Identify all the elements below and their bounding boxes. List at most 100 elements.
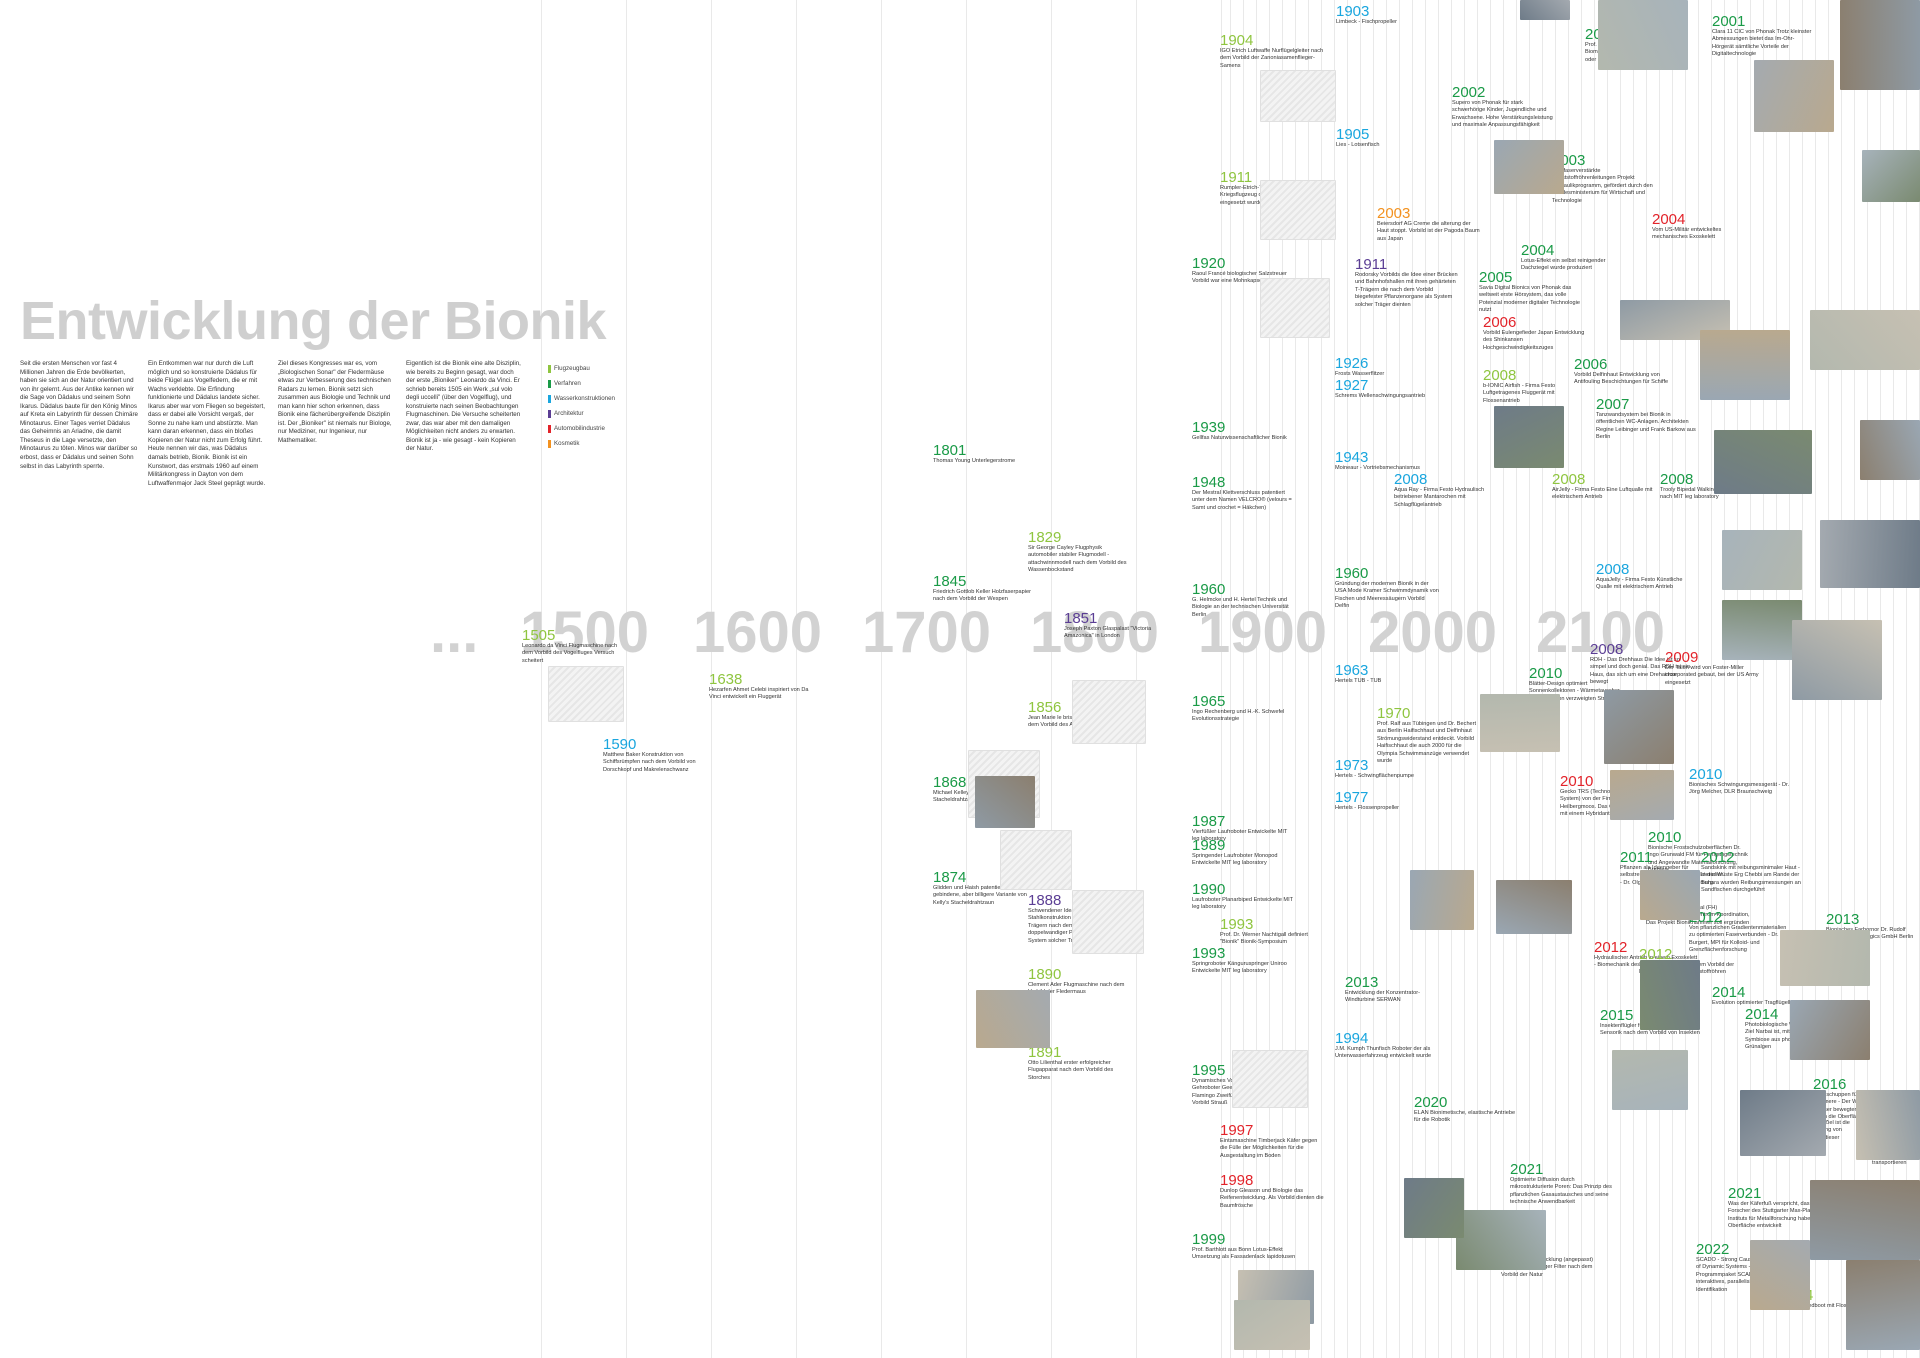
event-description: Hertels - Schwingflächenpumpe [1335, 773, 1414, 779]
event-year: 1904 [1220, 32, 1254, 49]
event-photo [1494, 406, 1564, 468]
event-year: 2012 [1689, 909, 1723, 926]
event-year: 1960 [1335, 565, 1369, 582]
event-description: Blätter-Design optimiert Sonnenkollektor… [1529, 681, 1624, 702]
event-photo [1598, 0, 1688, 70]
event-year: 1801 [933, 442, 967, 459]
event-year: 2015 [1600, 1007, 1634, 1024]
event-description: Der Talon wird von Foster-Miller incorpo… [1665, 665, 1759, 686]
event-photo [1750, 1240, 1810, 1310]
event-description: Der Mestral Klettverschluss patentiert u… [1192, 490, 1292, 511]
event-year: 1943 [1335, 449, 1369, 466]
event-photo [1640, 960, 1700, 1030]
event-description: Von pflanzlichen Gradientenmaterialien z… [1689, 925, 1791, 954]
grid-line [1477, 0, 1478, 1358]
event-photo [1790, 1000, 1870, 1060]
event-description: Dunlop Gleason und Biologie das Reifenen… [1220, 1188, 1324, 1209]
legend-swatch [548, 379, 551, 388]
grid-line [1529, 0, 1530, 1358]
event-year: 2010 [1529, 665, 1563, 682]
grid-line [1360, 0, 1361, 1358]
event-photo [1754, 60, 1834, 132]
event-year: 1939 [1192, 419, 1226, 436]
event-photo [1810, 310, 1920, 370]
century-label: 1600 [693, 600, 823, 665]
event-description: Vom US-Militär entwickeltes mechanisches… [1652, 227, 1722, 241]
event-photo [975, 776, 1035, 828]
event-year: 2008 [1660, 471, 1694, 488]
legend-label: Verfahren [554, 380, 581, 387]
grid-line [1051, 0, 1052, 1358]
grid-line [1698, 0, 1699, 1358]
event-description: AquaJelly - Firma Festo Künstliche Quall… [1596, 577, 1683, 591]
legend-swatch [548, 394, 551, 403]
event-photo [1810, 1180, 1920, 1260]
event-year: 2004 [1652, 211, 1686, 228]
event-description: Springender Laufroboter Monopod Entwicke… [1192, 853, 1278, 867]
event-description: Prof. Barthlott aus Bonn Lotus-Effekt Um… [1192, 1247, 1296, 1261]
grid-line [1542, 0, 1543, 1358]
grid-line [881, 0, 882, 1358]
event-description: Thomas Young Unterlegerstrome [933, 458, 1016, 464]
event-year: 1993 [1220, 916, 1254, 933]
event-description: Evolution optimierter Tragflügellenden [1712, 1000, 1806, 1006]
event-year: 1987 [1192, 813, 1226, 830]
event-photo [1722, 600, 1802, 660]
grid-line [1243, 0, 1244, 1358]
event-year: 1829 [1028, 529, 1062, 546]
grid-line [1412, 0, 1413, 1358]
event-photo [1714, 430, 1812, 494]
event-description: SCADO - Strong Causality Aided Design of… [1696, 1257, 1800, 1293]
event-photo [1494, 140, 1564, 194]
event-photo [1456, 1210, 1546, 1270]
event-photo [1610, 770, 1674, 820]
grid-line [796, 0, 797, 1358]
event-year: 2006 [1483, 314, 1517, 331]
event-description: Clara 11 CIC von Phonak Trotz kleinster … [1712, 29, 1812, 58]
event-description: Sir George Cayley Flugphysik automobiler… [1028, 545, 1127, 574]
event-year: 1997 [1220, 1122, 1254, 1139]
event-photo [1840, 0, 1920, 90]
event-photo [1260, 180, 1336, 240]
event-description: Joseph Paxton Glaspalast "Victoria Amazo… [1064, 626, 1152, 640]
legend-swatch [548, 424, 551, 433]
grid-line [1685, 0, 1686, 1358]
event-year: 1926 [1335, 355, 1369, 372]
event-description: Hertels - Flossenpropeller [1335, 805, 1400, 811]
event-year: 1868 [933, 774, 967, 791]
event-photo [1520, 0, 1570, 20]
event-description: Lotus-Effekt ein selbst reinigender Dach… [1521, 258, 1606, 272]
grid-line [966, 0, 967, 1358]
grid-line [1503, 0, 1504, 1358]
event-description: Otto Lilienthal erster erfolgreicher Flu… [1028, 1060, 1114, 1081]
grid-line [1136, 0, 1137, 1358]
event-description: Moineaur - Vortriebsmechanismus [1335, 465, 1420, 471]
event-photo [1496, 880, 1572, 934]
grid-line [1221, 0, 1222, 1358]
legend-swatch [548, 364, 551, 373]
grid-line [1464, 0, 1465, 1358]
